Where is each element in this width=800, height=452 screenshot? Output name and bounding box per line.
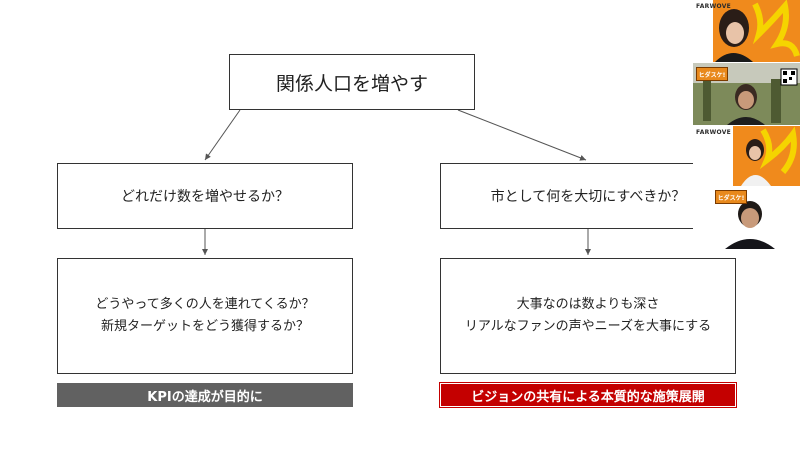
right-question-text: 市として何を大切にすべきか？ (490, 189, 686, 205)
video-tile[interactable]: FARWOVE (693, 126, 800, 186)
participant-video-3 (693, 126, 800, 186)
arrow-root-to-right (457, 109, 587, 161)
brand-label: FARWOVE (696, 129, 732, 136)
right-detail-line: 大事なのは数よりも深さ (516, 297, 660, 312)
right-result-tag: ビジョンの共有による本質的な施策展開 (439, 382, 737, 408)
left-detail-box: どうやって多くの人を連れてくるか？ 新規ターゲットをどう獲得するか？ (57, 258, 353, 374)
left-question-box: どれだけ数を増やせるか？ (57, 163, 353, 229)
hidasuke-badge: ヒダスケ! (696, 67, 728, 81)
right-detail-line: リアルなファンの声やニーズを大事にする (464, 319, 712, 334)
root-goal-text: 関係人口を増やす (275, 72, 428, 95)
video-tile[interactable]: ヒダスケ! (693, 187, 800, 249)
right-question-box: 市として何を大切にすべきか？ (440, 163, 736, 229)
participant-video-2 (693, 63, 800, 125)
video-participants-panel: FARWOVE ヒダスケ! FARWOVE (693, 0, 800, 252)
root-goal-box: 関係人口を増やす (229, 54, 475, 110)
participant-video-1 (693, 0, 800, 62)
right-detail-box: 大事なのは数よりも深さ リアルなファンの声やニーズを大事にする (440, 258, 736, 374)
brand-label: FARWOVE (696, 3, 732, 10)
arrow-root-to-left (204, 109, 241, 161)
video-tile[interactable]: FARWOVE (693, 0, 800, 62)
left-result-tag-text: KPIの達成が目的に (147, 389, 263, 405)
left-question-text: どれだけ数を増やせるか？ (121, 189, 289, 205)
right-result-tag-text: ビジョンの共有による本質的な施策展開 (471, 389, 705, 405)
left-result-tag: KPIの達成が目的に (57, 383, 353, 407)
video-tile[interactable]: ヒダスケ! (693, 63, 800, 125)
left-detail-line: どうやって多くの人を連れてくるか？ (95, 297, 315, 312)
hidasuke-badge: ヒダスケ! (715, 190, 747, 204)
left-detail-line: 新規ターゲットをどう獲得するか？ (100, 319, 309, 334)
